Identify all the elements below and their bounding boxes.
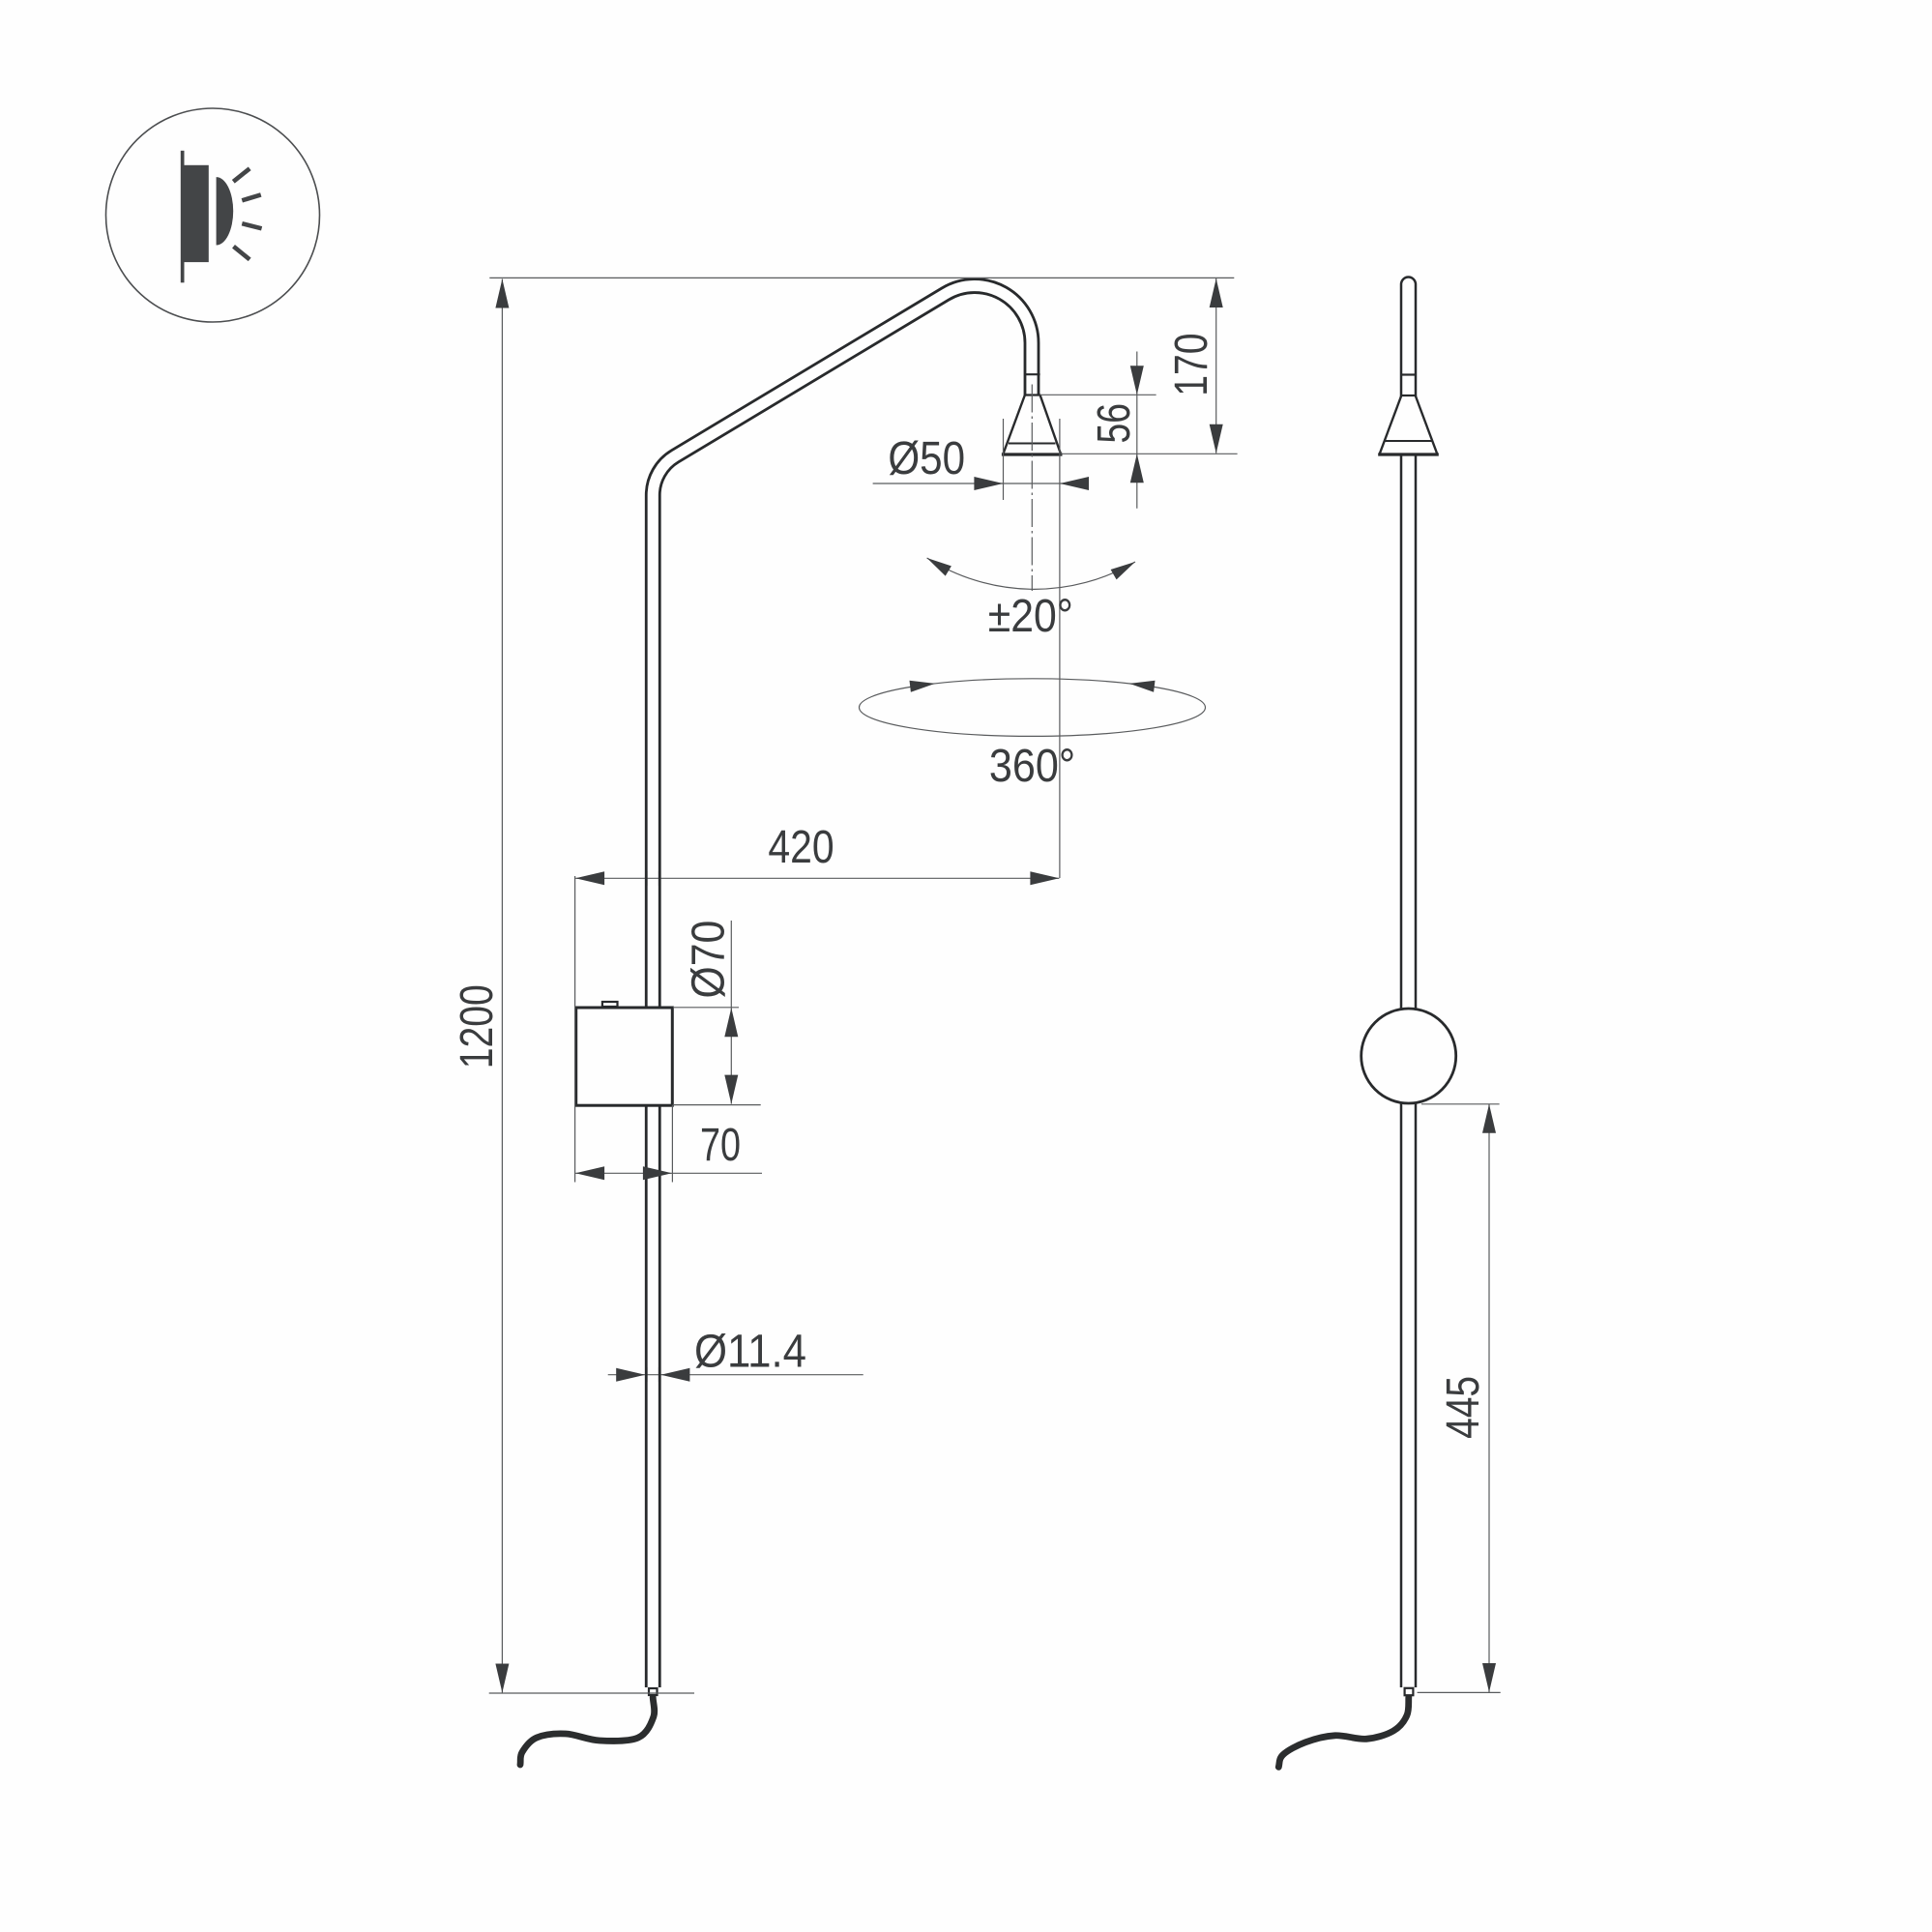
svg-text:70: 70 (700, 1120, 741, 1171)
svg-text:420: 420 (768, 822, 834, 873)
svg-text:1200: 1200 (452, 984, 503, 1068)
svg-text:56: 56 (1089, 403, 1140, 443)
svg-text:Ø70: Ø70 (684, 921, 735, 999)
svg-text:360°: 360° (989, 741, 1075, 792)
svg-text:±20°: ±20° (988, 591, 1073, 642)
svg-text:170: 170 (1166, 334, 1217, 396)
svg-text:Ø50: Ø50 (888, 433, 965, 484)
svg-text:Ø11.4: Ø11.4 (694, 1327, 806, 1378)
svg-text:445: 445 (1438, 1376, 1489, 1439)
